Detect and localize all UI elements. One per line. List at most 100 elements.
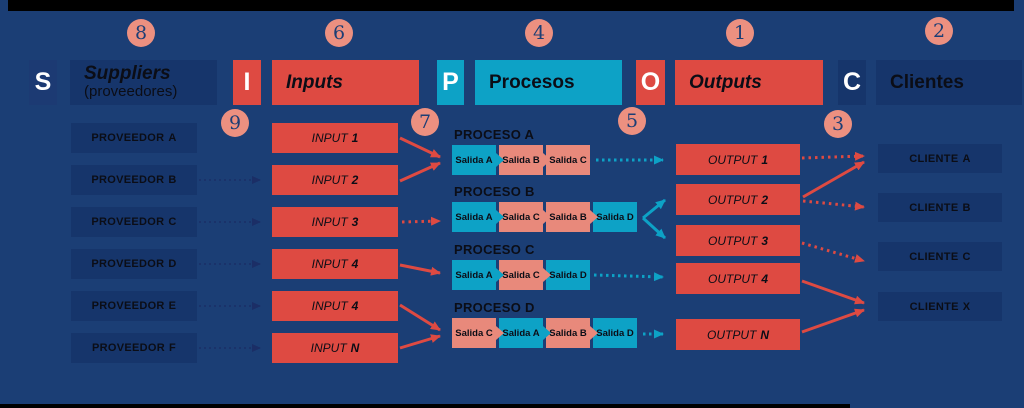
step-badge-8: 8 [127,19,155,47]
input-label: INPUT [311,215,348,229]
outputs-title: Outputs [689,71,762,93]
header-clientes: Clientes [876,60,1022,105]
header-letter-i: I [233,60,261,105]
client-letter: X [962,300,971,313]
input-proceso-arrows [399,136,441,350]
input-number: 4 [351,257,359,271]
client-label: CLIENTE [909,152,959,165]
salida-box: Salida D [546,260,590,290]
supplier-letter: A [168,132,177,144]
input-number: N [350,341,360,355]
header-letter-p: P [437,60,464,105]
output-label: OUTPUT [707,192,758,207]
supplier-letter: F [168,342,177,354]
proceso-output-arrows [593,155,667,339]
proceso-a-salidas: Salida A Salida B Salida C [452,145,590,175]
supplier-label: PROVEEDOR [91,132,165,144]
salida-box: Salida D [593,318,637,348]
supplier-label: PROVEEDOR [91,300,165,312]
proceso-c-salidas: Salida A Salida C Salida D [452,260,590,290]
input-number: 1 [351,131,359,145]
header-outputs: Outputs [675,60,823,105]
proceso-d-salidas: Salida C Salida A Salida B Salida D [452,318,637,348]
output-number: 4 [761,271,769,286]
salida-box: Salida C [499,260,551,290]
salida-box: Salida C [546,145,590,175]
salida-box: Salida A [452,202,504,232]
client-label: CLIENTE [909,250,959,263]
salida-box: Salida B [546,202,598,232]
client-letter: A [962,152,971,165]
input-number: 2 [351,173,359,187]
output-label: OUTPUT [707,152,758,167]
clientes-title: Clientes [890,71,964,93]
client-letter: C [962,250,971,263]
output-cliente-arrows [801,151,865,334]
salida-box: Salida C [499,202,551,232]
output-number: N [760,327,769,342]
supplier-letter: E [168,300,177,312]
inputs-title: Inputs [286,71,343,93]
output-number: 1 [761,152,769,167]
step-badge-5: 5 [618,107,646,135]
salida-box: Salida A [499,318,551,348]
proceso-b-salidas: Salida A Salida C Salida B Salida D [452,202,637,232]
salida-box: Salida A [452,145,504,175]
header-letter-o: O [636,60,665,105]
salida-box: Salida B [546,318,598,348]
proceso-a-label: PROCESO A [454,127,535,142]
salida-box: Salida A [452,260,504,290]
header-inputs: Inputs [272,60,419,105]
client-label: CLIENTE [909,300,959,313]
supplier-letter: B [168,174,177,186]
suppliers-subtitle: (proveedores) [84,83,178,101]
input-label: INPUT [311,257,348,271]
output-label: OUTPUT [706,327,757,342]
output-number: 3 [761,233,769,248]
supplier-label: PROVEEDOR [91,342,165,354]
proceso-c-label: PROCESO C [454,242,535,257]
suppliers-title: Suppliers [84,63,171,85]
step-badge-9: 9 [221,109,249,137]
step-badge-7: 7 [411,108,439,136]
supplier-label: PROVEEDOR [91,174,165,186]
input-label: INPUT [311,131,348,145]
bottom-edge-bar [0,404,850,408]
salida-box: Salida C [452,318,504,348]
procesos-title: Procesos [489,71,575,93]
header-suppliers: Suppliers (proveedores) [70,60,217,105]
step-badge-4: 4 [525,19,553,47]
step-badge-3: 3 [824,110,852,138]
header-letter-c: C [838,60,866,105]
output-number: 2 [761,192,769,207]
top-edge-bar [8,0,1014,11]
supplier-input-arrows [199,176,261,352]
supplier-label: PROVEEDOR [91,216,165,228]
salida-box: Salida D [593,202,637,232]
step-badge-6: 6 [325,19,353,47]
input-label: INPUT [311,173,348,187]
output-label: OUTPUT [707,233,758,248]
step-badge-2: 2 [925,17,953,45]
client-label: CLIENTE [909,201,959,214]
